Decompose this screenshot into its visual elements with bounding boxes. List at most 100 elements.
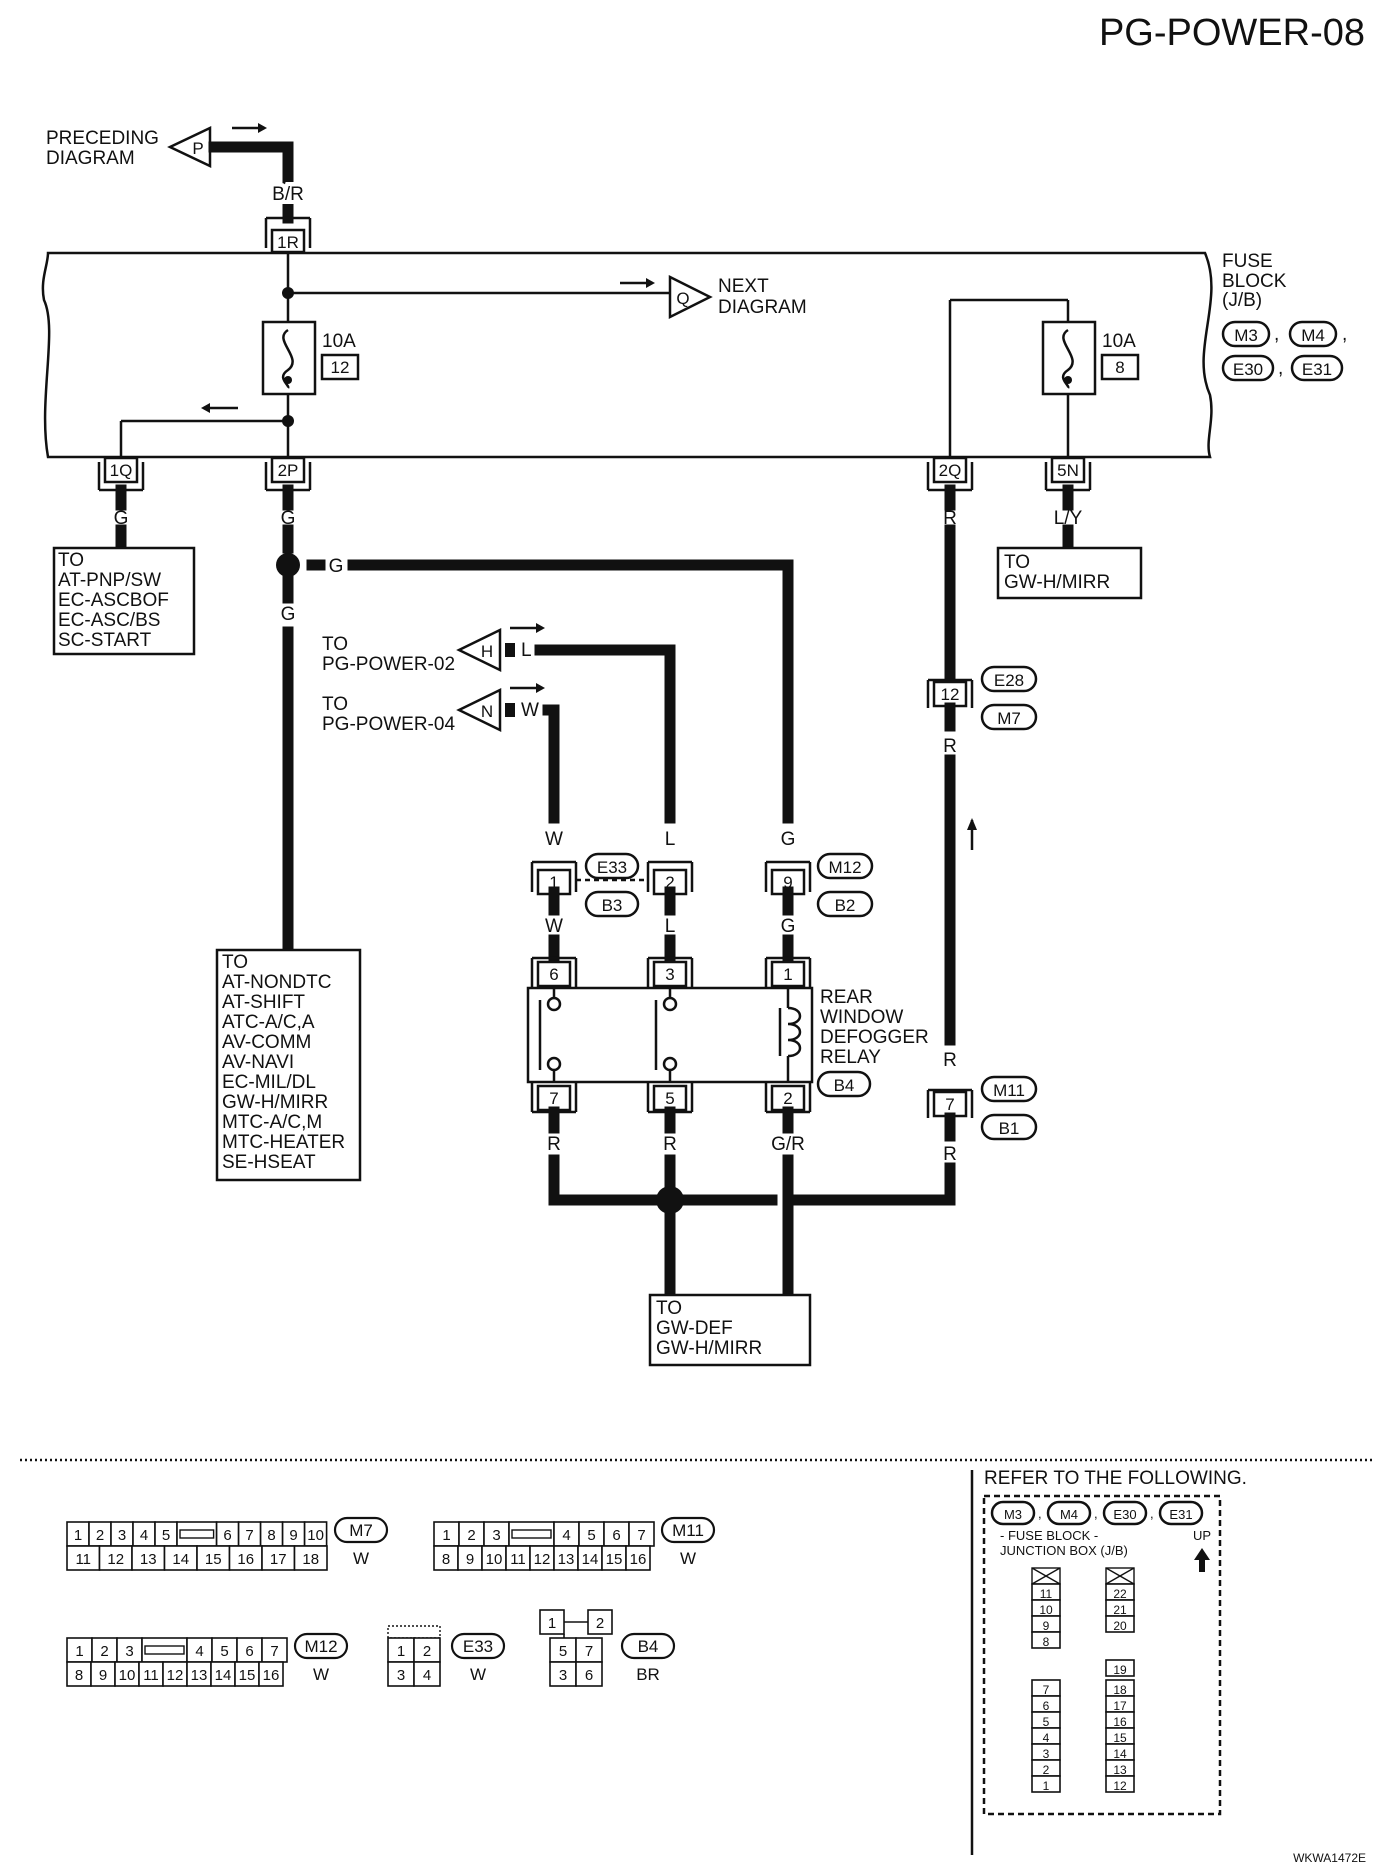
svg-text:10: 10 xyxy=(307,1527,324,1544)
svg-text:,: , xyxy=(1342,324,1347,345)
svg-text:B3: B3 xyxy=(602,896,623,915)
m7-pin-12: 12 xyxy=(98,1545,133,1571)
svg-text:14: 14 xyxy=(172,1551,189,1568)
svg-text:14: 14 xyxy=(582,1551,599,1568)
jb-19: 19 xyxy=(1105,1659,1135,1677)
m11-pin-13: 13 xyxy=(553,1545,579,1571)
jb-left-bottom-6: 6 xyxy=(1031,1695,1061,1713)
jb-right-top-21: 21 xyxy=(1105,1599,1135,1617)
wire-color-g: G xyxy=(281,508,296,529)
m12-pin-key xyxy=(141,1637,188,1663)
wire-color-l: L xyxy=(521,640,532,661)
svg-text:17: 17 xyxy=(270,1551,287,1568)
dest-at-pnp-sw: TO AT-PNP/SW EC-ASCBOF EC-ASC/BS SC-STAR… xyxy=(52,546,196,656)
next-diagram-ref: NEXT DIAGRAM xyxy=(620,276,807,318)
svg-text:UP: UP xyxy=(1193,1528,1211,1543)
svg-text:E31: E31 xyxy=(1169,1507,1192,1522)
svg-text:9: 9 xyxy=(783,873,792,892)
svg-text:W: W xyxy=(353,1549,369,1568)
svg-text:11: 11 xyxy=(143,1667,159,1684)
svg-text:,: , xyxy=(1150,1506,1154,1521)
svg-text:,: , xyxy=(1278,358,1283,379)
svg-text:16: 16 xyxy=(630,1551,647,1568)
m11-pin-14: 14 xyxy=(577,1545,603,1571)
svg-text:B2: B2 xyxy=(835,896,856,915)
jb-right-top-20: 20 xyxy=(1105,1615,1135,1633)
terminal-2q: 2Q xyxy=(926,456,974,492)
svg-text:EC-ASC/BS: EC-ASC/BS xyxy=(58,610,160,631)
connector-e33-b3: 1 2 E33 B3 xyxy=(530,852,694,918)
svg-text:M12: M12 xyxy=(828,858,861,877)
svg-text:7: 7 xyxy=(585,1643,593,1660)
svg-text:7: 7 xyxy=(945,1095,954,1114)
svg-text:REAR: REAR xyxy=(820,987,873,1008)
svg-text:13: 13 xyxy=(558,1551,575,1568)
svg-text:TO: TO xyxy=(322,634,348,655)
svg-text:7: 7 xyxy=(637,1527,645,1544)
svg-text:1: 1 xyxy=(75,1643,83,1660)
svg-text:PG-POWER-04: PG-POWER-04 xyxy=(322,714,455,735)
svg-text:DEFOGGER: DEFOGGER xyxy=(820,1027,929,1048)
svg-text:PG-POWER-02: PG-POWER-02 xyxy=(322,654,455,675)
b4-pin-1: 1 xyxy=(539,1609,565,1635)
jb-left-top-8: 8 xyxy=(1031,1631,1061,1649)
svg-text:EC-ASCBOF: EC-ASCBOF xyxy=(58,590,169,611)
rear-window-defogger-relay: REAR WINDOW DEFOGGER RELAY B4 xyxy=(526,986,929,1098)
svg-text:GW-DEF: GW-DEF xyxy=(656,1318,733,1339)
m11-pin-4: 4 xyxy=(553,1521,580,1547)
svg-text:E28: E28 xyxy=(994,671,1024,690)
svg-text:MTC-HEATER: MTC-HEATER xyxy=(222,1132,345,1153)
svg-text:2: 2 xyxy=(96,1527,104,1544)
svg-text:8: 8 xyxy=(1043,1635,1050,1649)
svg-text:1Q: 1Q xyxy=(110,461,133,480)
m7-pin-6: 6 xyxy=(215,1521,240,1547)
m11-pin-11: 11 xyxy=(505,1545,531,1571)
m12-pin-5: 5 xyxy=(211,1637,238,1663)
svg-text:JUNCTION BOX (J/B): JUNCTION BOX (J/B) xyxy=(1000,1543,1128,1558)
m7-pin-17: 17 xyxy=(261,1545,296,1571)
m12-pin-2: 2 xyxy=(91,1637,118,1663)
m11-pin-10: 10 xyxy=(481,1545,507,1571)
svg-text:1: 1 xyxy=(74,1527,82,1544)
svg-text:5: 5 xyxy=(1043,1715,1050,1729)
svg-text:4: 4 xyxy=(140,1527,148,1544)
dest-gw-def: TO GW-DEF GW-H/MIRR xyxy=(648,1293,812,1367)
svg-text:,: , xyxy=(1274,324,1279,345)
svg-text:GW-H/MIRR: GW-H/MIRR xyxy=(656,1338,762,1359)
terminal-2p: 2P xyxy=(264,456,312,492)
svg-text:2: 2 xyxy=(1043,1763,1050,1777)
svg-text:EC-MIL/DL: EC-MIL/DL xyxy=(222,1072,316,1093)
svg-text:GW-H/MIRR: GW-H/MIRR xyxy=(222,1092,328,1113)
connector-m12-b2: 9 M12 B2 xyxy=(764,852,874,918)
m12-pin-14: 14 xyxy=(210,1661,236,1687)
svg-text:16: 16 xyxy=(1113,1715,1127,1729)
e33-pin-2: 2 xyxy=(413,1637,441,1663)
svg-text:E33: E33 xyxy=(597,858,627,877)
svg-text:3: 3 xyxy=(559,1667,567,1684)
svg-text:12: 12 xyxy=(331,358,350,377)
jb-left-bottom-4: 4 xyxy=(1031,1727,1061,1745)
m7-pin-18: 18 xyxy=(293,1545,328,1571)
svg-text:SE-HSEAT: SE-HSEAT xyxy=(222,1152,316,1173)
svg-text:4: 4 xyxy=(562,1527,570,1544)
fuse-8: 10A 8 xyxy=(1041,320,1140,396)
m7-pin-4: 4 xyxy=(132,1521,156,1547)
splice-r xyxy=(656,1186,684,1214)
svg-text:8: 8 xyxy=(267,1527,275,1544)
jb-left-bottom-7: 7 xyxy=(1031,1679,1061,1697)
svg-text:12: 12 xyxy=(941,685,960,704)
svg-text:3: 3 xyxy=(665,965,674,984)
svg-text:11: 11 xyxy=(75,1551,91,1568)
svg-text:Q: Q xyxy=(676,289,689,308)
svg-text:12: 12 xyxy=(1113,1779,1127,1793)
jb-right-bottom-13: 13 xyxy=(1105,1759,1135,1777)
svg-text:3: 3 xyxy=(118,1527,126,1544)
svg-text:13: 13 xyxy=(191,1667,208,1684)
svg-text:12: 12 xyxy=(107,1551,124,1568)
svg-text:7: 7 xyxy=(1043,1683,1050,1697)
svg-text:12: 12 xyxy=(534,1551,551,1568)
